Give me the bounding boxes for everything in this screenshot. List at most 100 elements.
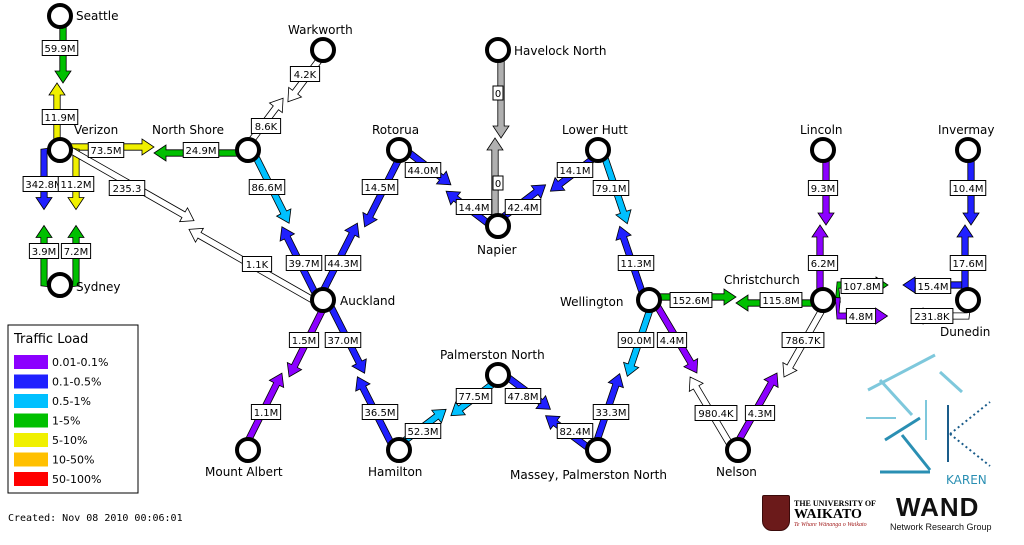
legend-swatch (14, 355, 48, 369)
rate-label: 6.2M (807, 255, 839, 271)
node-verizon[interactable]: Verizon (47, 123, 118, 163)
node-circle[interactable] (235, 137, 261, 163)
node-seattle[interactable]: Seattle (47, 3, 118, 29)
node-lincoln[interactable]: Lincoln (800, 123, 843, 163)
node-circle[interactable] (585, 437, 611, 463)
legend-label: 0.1-0.5% (52, 376, 101, 389)
rate-label-box (248, 179, 286, 195)
rate-label-box (556, 162, 594, 178)
rate-label: 0 (492, 85, 504, 101)
rate-label: 86.6M (248, 179, 286, 195)
rate-label-text: 14.1M (560, 166, 591, 177)
node-circle[interactable] (725, 437, 751, 463)
node-circle[interactable] (810, 137, 836, 163)
rate-label-text: 231.8K (914, 312, 950, 323)
legend-swatch (14, 413, 48, 428)
rate-label-text: 47.8M (508, 392, 539, 403)
node-sydney[interactable]: Sydney (47, 272, 120, 298)
rate-label-box (617, 332, 655, 348)
node-label: Warkworth (288, 23, 353, 37)
node-circle[interactable] (955, 137, 981, 163)
node-circle[interactable] (955, 287, 981, 313)
rate-label: 14.5M (361, 179, 399, 195)
legend-swatch (14, 394, 48, 408)
node-circle[interactable] (310, 37, 336, 63)
node-circle[interactable] (485, 37, 511, 63)
rate-label-text: 980.4K (698, 409, 734, 420)
node-label: Auckland (340, 294, 395, 308)
node-mountalbert[interactable]: Mount Albert (205, 437, 283, 479)
legend-swatch (14, 452, 48, 467)
rate-label-box (744, 405, 776, 421)
rate-label-text: 0 (495, 179, 501, 190)
rate-label: 3.9M (28, 243, 60, 259)
rate-label-box (41, 109, 79, 125)
node-wellington[interactable]: Wellington (560, 287, 662, 313)
node-nelson[interactable]: Nelson (716, 437, 757, 479)
rate-label: 47.8M (504, 388, 542, 404)
rate-label: 52.3M (404, 423, 442, 439)
rate-label-box (108, 180, 146, 196)
node-auckland[interactable]: Auckland (310, 287, 395, 313)
node-circle[interactable] (386, 437, 412, 463)
node-label: Christchurch (724, 273, 800, 287)
waikato-crest-icon (762, 495, 790, 531)
rate-label: 33.3M (592, 404, 630, 420)
rate-label-text: 6.2M (811, 259, 836, 270)
rate-label-text: 10.4M (953, 184, 984, 195)
node-circle[interactable] (636, 287, 662, 313)
node-warkworth[interactable]: Warkworth (288, 23, 353, 63)
node-havelock[interactable]: Havelock North (485, 37, 606, 63)
node-christchurch[interactable]: Christchurch (724, 273, 836, 313)
node-circle[interactable] (386, 137, 412, 163)
node-dunedin[interactable]: Dunedin (940, 287, 990, 339)
node-circle[interactable] (235, 437, 261, 463)
rate-label: 37.0M (324, 332, 362, 348)
node-circle[interactable] (485, 362, 511, 388)
waikato-line3: Te Whare Wānanga o Waikato (794, 522, 867, 528)
rate-label-text: 73.5M (91, 146, 122, 157)
legend-label: 50-100% (52, 473, 101, 486)
node-invermay[interactable]: Invermay (938, 123, 995, 163)
node-label: Verizon (74, 123, 118, 137)
rate-label: 14.4M (455, 199, 493, 215)
rate-label-text: 115.8M (762, 296, 799, 307)
rate-label-box (504, 388, 542, 404)
legend-item: 50-100% (14, 472, 101, 486)
rate-label-box (404, 162, 442, 178)
rate-label: 11.2M (57, 176, 95, 192)
rate-label-box (910, 308, 954, 324)
rate-label-text: 11.2M (61, 180, 92, 191)
node-massey[interactable]: Massey, Palmerston North (510, 437, 667, 482)
rate-label: 24.9M (182, 142, 220, 158)
node-napier[interactable]: Napier (477, 213, 517, 257)
node-palmerston[interactable]: Palmerston North (440, 348, 545, 388)
node-label: Seattle (76, 9, 118, 23)
waikato-line1: THE UNIVERSITY OF (794, 499, 876, 508)
node-hamilton[interactable]: Hamilton (368, 437, 422, 479)
node-circle[interactable] (585, 137, 611, 163)
node-northshore[interactable]: North Shore (152, 123, 261, 163)
rate-label-text: 82.4M (560, 427, 591, 438)
legend-item: 0.1-0.5% (14, 374, 101, 389)
rate-label: 4.3M (744, 405, 776, 421)
node-lowerhutt[interactable]: Lower Hutt (562, 123, 628, 163)
node-label: Dunedin (940, 325, 990, 339)
rate-label-box (504, 199, 542, 215)
rate-label: 4.2K (289, 66, 321, 82)
node-circle[interactable] (485, 213, 511, 239)
node-rotorua[interactable]: Rotorua (372, 123, 419, 163)
node-circle[interactable] (47, 272, 73, 298)
node-circle[interactable] (47, 3, 73, 29)
rate-label-text: 8.6K (255, 122, 278, 133)
rate-label-text: 1.1K (246, 260, 269, 271)
node-circle[interactable] (810, 287, 836, 313)
rate-label-text: 342.8M (25, 180, 62, 191)
node-label: Invermay (938, 123, 995, 137)
rate-label-text: 39.7M (289, 259, 320, 270)
rate-label-box (361, 179, 399, 195)
node-circle[interactable] (47, 137, 73, 163)
node-circle[interactable] (310, 287, 336, 313)
created-timestamp: Created: Nov 08 2010 00:06:01 (8, 513, 183, 524)
